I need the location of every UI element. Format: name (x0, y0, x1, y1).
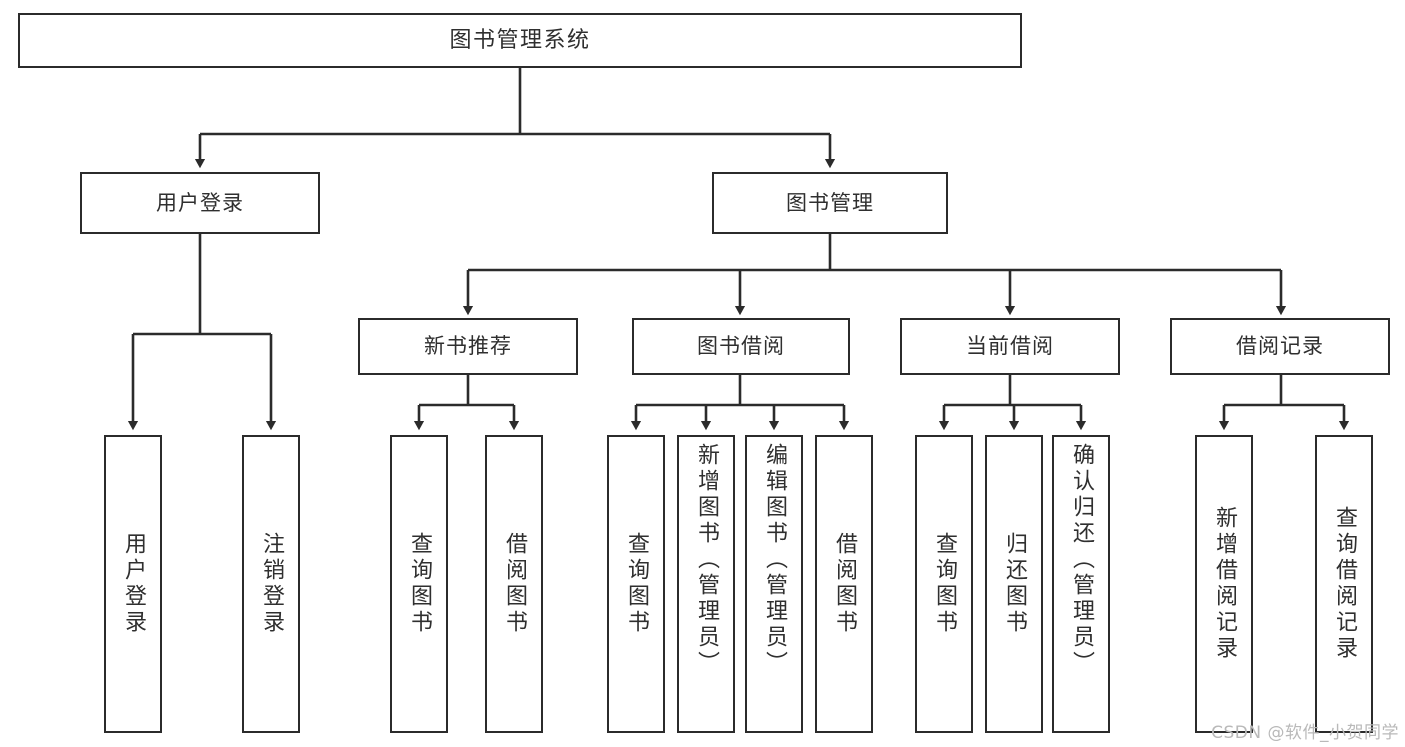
node-label: 查询图书 (407, 532, 432, 636)
node-label: 新书推荐 (424, 334, 512, 359)
node-label: 新增图书（管理员） (694, 443, 719, 677)
node-label: 图书管理系统 (449, 27, 591, 53)
node-label: 注销登录 (259, 532, 284, 636)
node-label: 图书借阅 (697, 334, 785, 359)
node-borrow-record[interactable]: 借阅记录 (1170, 318, 1390, 375)
node-label: 新增借阅记录 (1212, 506, 1237, 662)
node-label: 查询图书 (932, 532, 957, 636)
leaf-user-login-login[interactable]: 用户登录 (104, 435, 162, 733)
leaf-borrow-record-add-record[interactable]: 新增借阅记录 (1195, 435, 1253, 733)
leaf-user-login-logout[interactable]: 注销登录 (242, 435, 300, 733)
leaf-book-borrow-add-book-admin[interactable]: 新增图书（管理员） (677, 435, 735, 733)
node-label: 借阅图书 (832, 532, 857, 636)
node-label: 归还图书 (1002, 532, 1027, 636)
node-label: 当前借阅 (966, 334, 1054, 359)
node-label: 查询借阅记录 (1332, 506, 1357, 662)
leaf-current-borrow-query-book[interactable]: 查询图书 (915, 435, 973, 733)
leaf-current-borrow-confirm-return-admin[interactable]: 确认归还（管理员） (1052, 435, 1110, 733)
node-book-management[interactable]: 图书管理 (712, 172, 948, 234)
leaf-current-borrow-return-book[interactable]: 归还图书 (985, 435, 1043, 733)
node-user-login[interactable]: 用户登录 (80, 172, 320, 234)
node-label: 用户登录 (156, 190, 244, 215)
leaf-book-borrow-borrow-book[interactable]: 借阅图书 (815, 435, 873, 733)
node-new-book-recommend[interactable]: 新书推荐 (358, 318, 578, 375)
node-label: 查询图书 (624, 532, 649, 636)
leaf-book-borrow-query-book[interactable]: 查询图书 (607, 435, 665, 733)
leaf-new-book-query-book[interactable]: 查询图书 (390, 435, 448, 733)
node-label: 用户登录 (121, 532, 146, 636)
node-current-borrow[interactable]: 当前借阅 (900, 318, 1120, 375)
leaf-new-book-borrow-book[interactable]: 借阅图书 (485, 435, 543, 733)
node-label: 确认归还（管理员） (1069, 443, 1094, 677)
node-label: 编辑图书（管理员） (762, 443, 787, 677)
node-label: 图书管理 (786, 190, 874, 215)
node-book-borrow[interactable]: 图书借阅 (632, 318, 850, 375)
node-label: 借阅图书 (502, 532, 527, 636)
node-root-book-management-system[interactable]: 图书管理系统 (18, 13, 1022, 68)
leaf-borrow-record-query-record[interactable]: 查询借阅记录 (1315, 435, 1373, 733)
node-label: 借阅记录 (1236, 334, 1324, 359)
leaf-book-borrow-edit-book-admin[interactable]: 编辑图书（管理员） (745, 435, 803, 733)
